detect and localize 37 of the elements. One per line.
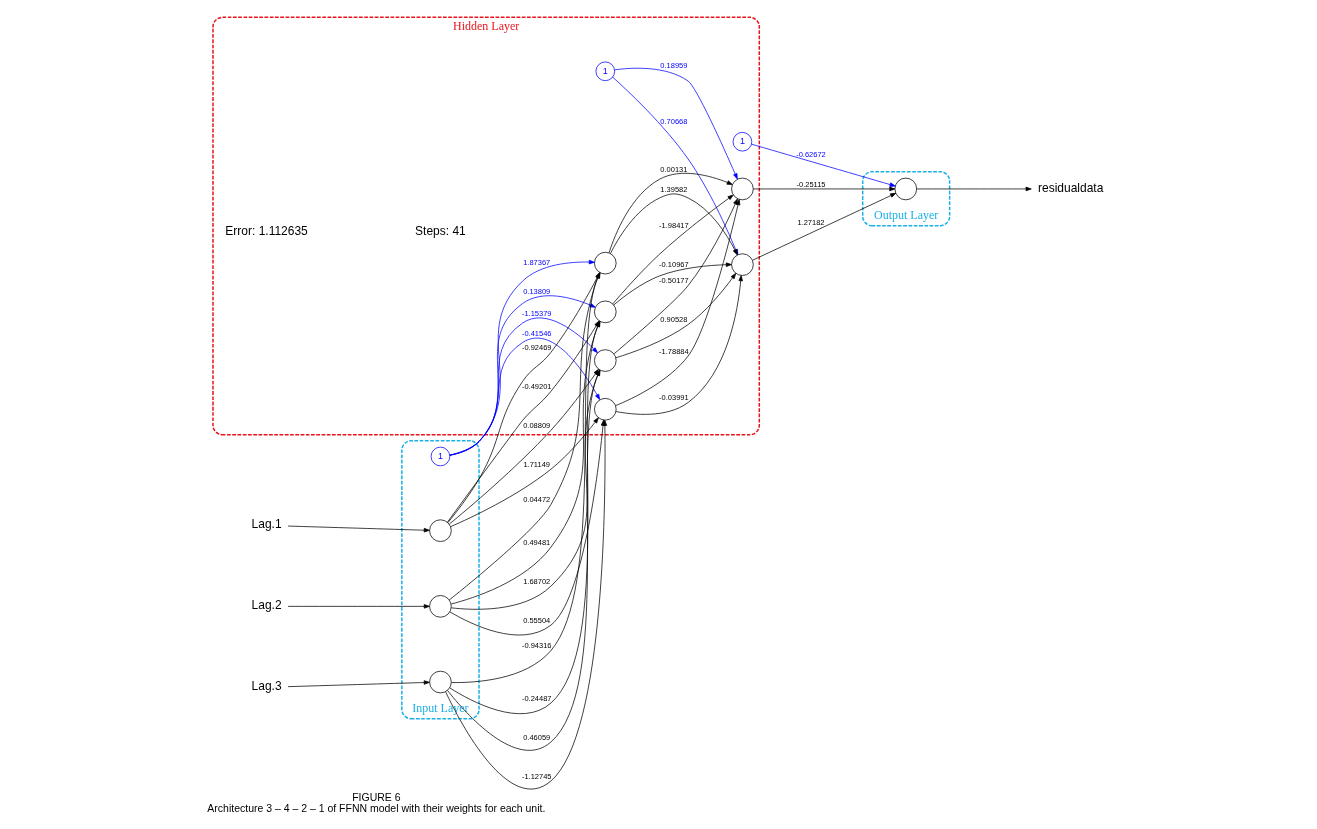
edge-label: 1.68702 — [523, 576, 551, 586]
node-text: Lag.2 — [251, 598, 282, 613]
edge-label: -1.98417 — [659, 220, 689, 230]
edge-label: 0.90528 — [660, 315, 688, 325]
edge-label: 0.49481 — [523, 537, 551, 547]
caption: Architecture 3 – 4 – 2 – 1 of FFNN model with their weights for each unit. — [207, 802, 546, 814]
edge-label: -0.10967 — [659, 259, 689, 269]
label: Error: 1.112635 — [225, 223, 308, 238]
edge-label: 0.55504 — [523, 615, 551, 625]
edge-label: 0.70668 — [660, 116, 688, 126]
edge-label: -0.49201 — [521, 382, 552, 392]
edge-label: 1.39582 — [660, 184, 688, 194]
edge-label: 0.08809 — [523, 421, 551, 430]
edge-label: 1.71149 — [523, 459, 550, 469]
edge-label: -0.92469 — [521, 343, 552, 353]
edge-label: 0.00131 — [660, 164, 688, 174]
edge-label: -1.12745 — [521, 771, 552, 781]
node-text: residualdata — [1038, 180, 1104, 195]
edge-label: -1.78884 — [659, 346, 689, 356]
edge-label: 1.27182 — [797, 217, 825, 227]
edge-label: -0.94316 — [521, 641, 552, 651]
label: Steps: 41 — [415, 223, 466, 238]
edge-label: -0.24487 — [521, 693, 552, 703]
edge-label: -1.15379 — [521, 309, 552, 319]
edge-label: 1.87367 — [523, 257, 551, 267]
node-text: Lag.1 — [251, 517, 282, 532]
edge-label: 0.18959 — [660, 61, 688, 71]
edge-label: 0.46059 — [523, 732, 551, 742]
edge-label: 0.04472 — [523, 495, 551, 505]
edge-label: -0.62672 — [796, 149, 826, 159]
edge-label: 0.13809 — [523, 286, 551, 296]
node-text: Lag.3 — [251, 679, 282, 694]
edge-label: -0.50177 — [659, 276, 689, 286]
edge-label: -0.03991 — [659, 393, 689, 403]
edge-label: -0.25115 — [796, 179, 826, 189]
edge-label: -0.41546 — [521, 328, 552, 338]
diagram-title: FIGURE 6 — [352, 791, 401, 803]
